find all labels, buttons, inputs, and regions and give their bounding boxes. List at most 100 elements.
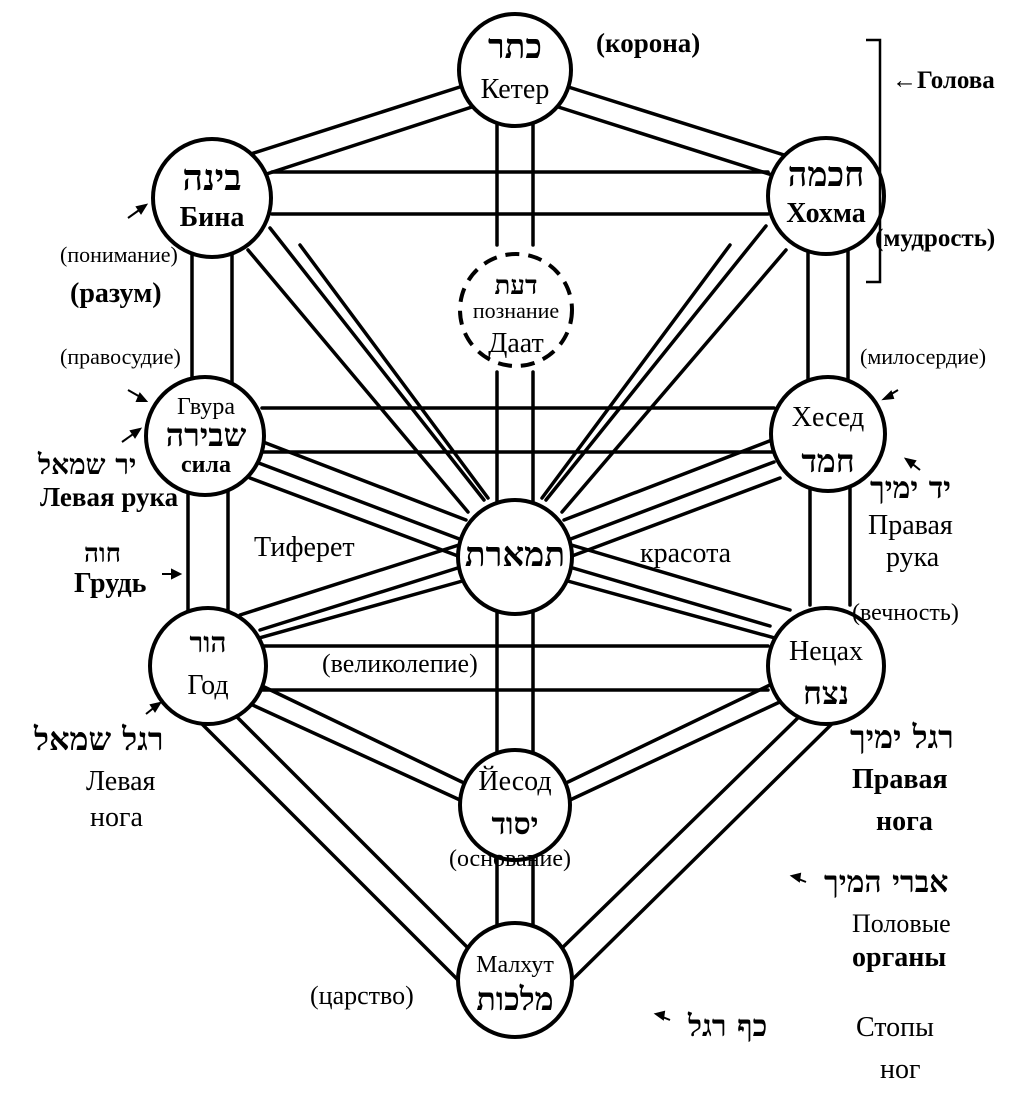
path-hod-malkhut	[188, 710, 472, 982]
path-hod-yesod	[244, 682, 464, 802]
left-leg-label-1: Левая	[86, 766, 156, 797]
hokhma-meaning: (мудрость)	[875, 225, 995, 252]
path-hesed-tiferet	[566, 460, 782, 558]
chest-hebrew: חוה	[84, 539, 121, 569]
keter-meaning: (корона)	[596, 28, 700, 58]
hokhma-hebrew: חכמה	[788, 155, 864, 195]
bina-meaning: (понимание)	[60, 242, 178, 267]
right-leg-label-2: нога	[876, 806, 933, 837]
hod-note: (великолепие)	[322, 649, 478, 678]
gvura-meaning: сила	[181, 452, 231, 478]
sefira-keter-circle	[457, 12, 573, 128]
arrow-gvura-1	[127, 389, 149, 402]
right-leg-label-1: Правая	[852, 764, 948, 795]
hesed-hebrew: חמד	[801, 442, 854, 480]
arrow-right-hand	[903, 457, 921, 471]
left-leg-label-2: нога	[90, 802, 143, 833]
sefira-malkhut-circle	[456, 921, 574, 1039]
netsah-note: (вечность)	[852, 600, 959, 626]
arrow-bina	[127, 203, 149, 219]
path-hesed-hod	[250, 438, 774, 642]
sefira-bina-circle	[151, 137, 273, 259]
feet-label-2: ног	[880, 1054, 920, 1085]
path-bina-hokhma	[270, 170, 770, 216]
netsah-name: Нецах	[789, 636, 863, 667]
sefira-daat-circle	[458, 252, 574, 368]
left-hand-hebrew: יר שמאל	[37, 448, 136, 481]
path-daat-tiferet	[495, 370, 535, 507]
head-bracket	[866, 38, 882, 284]
path-gvura-netsah	[256, 438, 784, 642]
sefira-hokhma-circle	[766, 136, 886, 256]
feet-hebrew: כף רגל	[687, 1009, 767, 1044]
netsah-hebrew: נצח	[803, 674, 849, 712]
path-bina-tiferet	[246, 226, 486, 514]
path-tiferet-yesod	[495, 610, 535, 754]
keter-hebrew: כתר	[488, 27, 542, 67]
arrow-chest	[162, 568, 183, 580]
left-leg-hebrew: רגל שמאל	[33, 720, 164, 758]
hokhma-name: Хохма	[786, 198, 866, 229]
path-hokhma-tiferet	[544, 224, 788, 514]
path-bina-daat-inner	[298, 243, 490, 500]
sefira-tiferet-circle	[456, 498, 574, 616]
tiferet-name: Тиферет	[254, 532, 355, 563]
pointer-arrows	[121, 203, 921, 1021]
right-hand-hebrew: יד ימיך	[870, 471, 951, 506]
yesod-hebrew: יסוד	[491, 807, 538, 842]
arrow-feet	[653, 1010, 671, 1021]
path-netsah-tiferet	[564, 542, 792, 628]
malkhut-note: (царство)	[310, 981, 414, 1010]
path-hod-netsah	[260, 644, 770, 692]
sefira-hesed-circle	[769, 375, 887, 493]
sefirot-layer	[144, 12, 887, 1039]
right-hand-label-1: Правая	[868, 510, 953, 541]
feet-label-1: Стопы	[856, 1012, 934, 1043]
right-leg-hebrew: רגל ימיך	[850, 718, 954, 756]
bina-name: Бина	[180, 202, 245, 233]
hesed-name: Хесед	[792, 402, 864, 433]
tiferet-meaning: красота	[640, 538, 732, 569]
path-hokhma-daat-inner	[540, 243, 732, 500]
bina-meaning-2: (разум)	[70, 278, 162, 309]
gvura-note: (правосудие)	[60, 344, 181, 369]
arrow-hod	[145, 701, 163, 715]
arrow-hesed	[881, 389, 899, 401]
hod-hebrew: הור	[189, 626, 226, 659]
path-gvura-hesed	[260, 406, 776, 454]
arrow-gvura-2	[121, 427, 143, 443]
daat-hebrew: דעת	[494, 271, 537, 301]
sefira-gvura-circle	[144, 375, 266, 497]
gvura-name: Гвура	[177, 394, 235, 420]
genitals-label-1: Половые	[852, 909, 951, 938]
path-gvura-tiferet	[248, 460, 464, 558]
genitals-label-2: органы	[852, 942, 946, 973]
daat-meaning: познание	[473, 298, 559, 323]
hesed-note: (милосердие)	[860, 344, 986, 369]
left-hand-label: Левая рука	[40, 482, 179, 512]
yesod-name: Йесод	[478, 766, 551, 797]
sefira-yesod-circle	[458, 748, 572, 862]
path-gvura-hod	[186, 488, 230, 622]
malkhut-name: Малхут	[476, 952, 554, 978]
path-yesod-malkhut	[495, 856, 535, 927]
keter-name: Кетер	[481, 74, 550, 105]
yesod-note: (основание)	[449, 846, 571, 872]
path-keter-hokhma	[550, 83, 802, 182]
path-keter-daat	[495, 118, 535, 247]
path-hokhma-hesed	[806, 243, 850, 382]
malkhut-hebrew: מלכות	[476, 980, 553, 1018]
daat-name: Даат	[488, 328, 543, 359]
path-hod-tiferet	[238, 542, 466, 632]
hod-name: Год	[187, 670, 228, 701]
path-netsah-malkhut	[558, 708, 846, 982]
path-hesed-netsah	[808, 486, 852, 607]
paths-layer	[186, 83, 852, 982]
gvura-hebrew: שבירה	[166, 416, 247, 454]
bina-hebrew: בינה	[182, 157, 241, 199]
path-netsah-yesod	[566, 682, 786, 802]
right-hand-label-2: рука	[886, 542, 940, 573]
genitals-hebrew: אברי המיך	[824, 865, 948, 900]
